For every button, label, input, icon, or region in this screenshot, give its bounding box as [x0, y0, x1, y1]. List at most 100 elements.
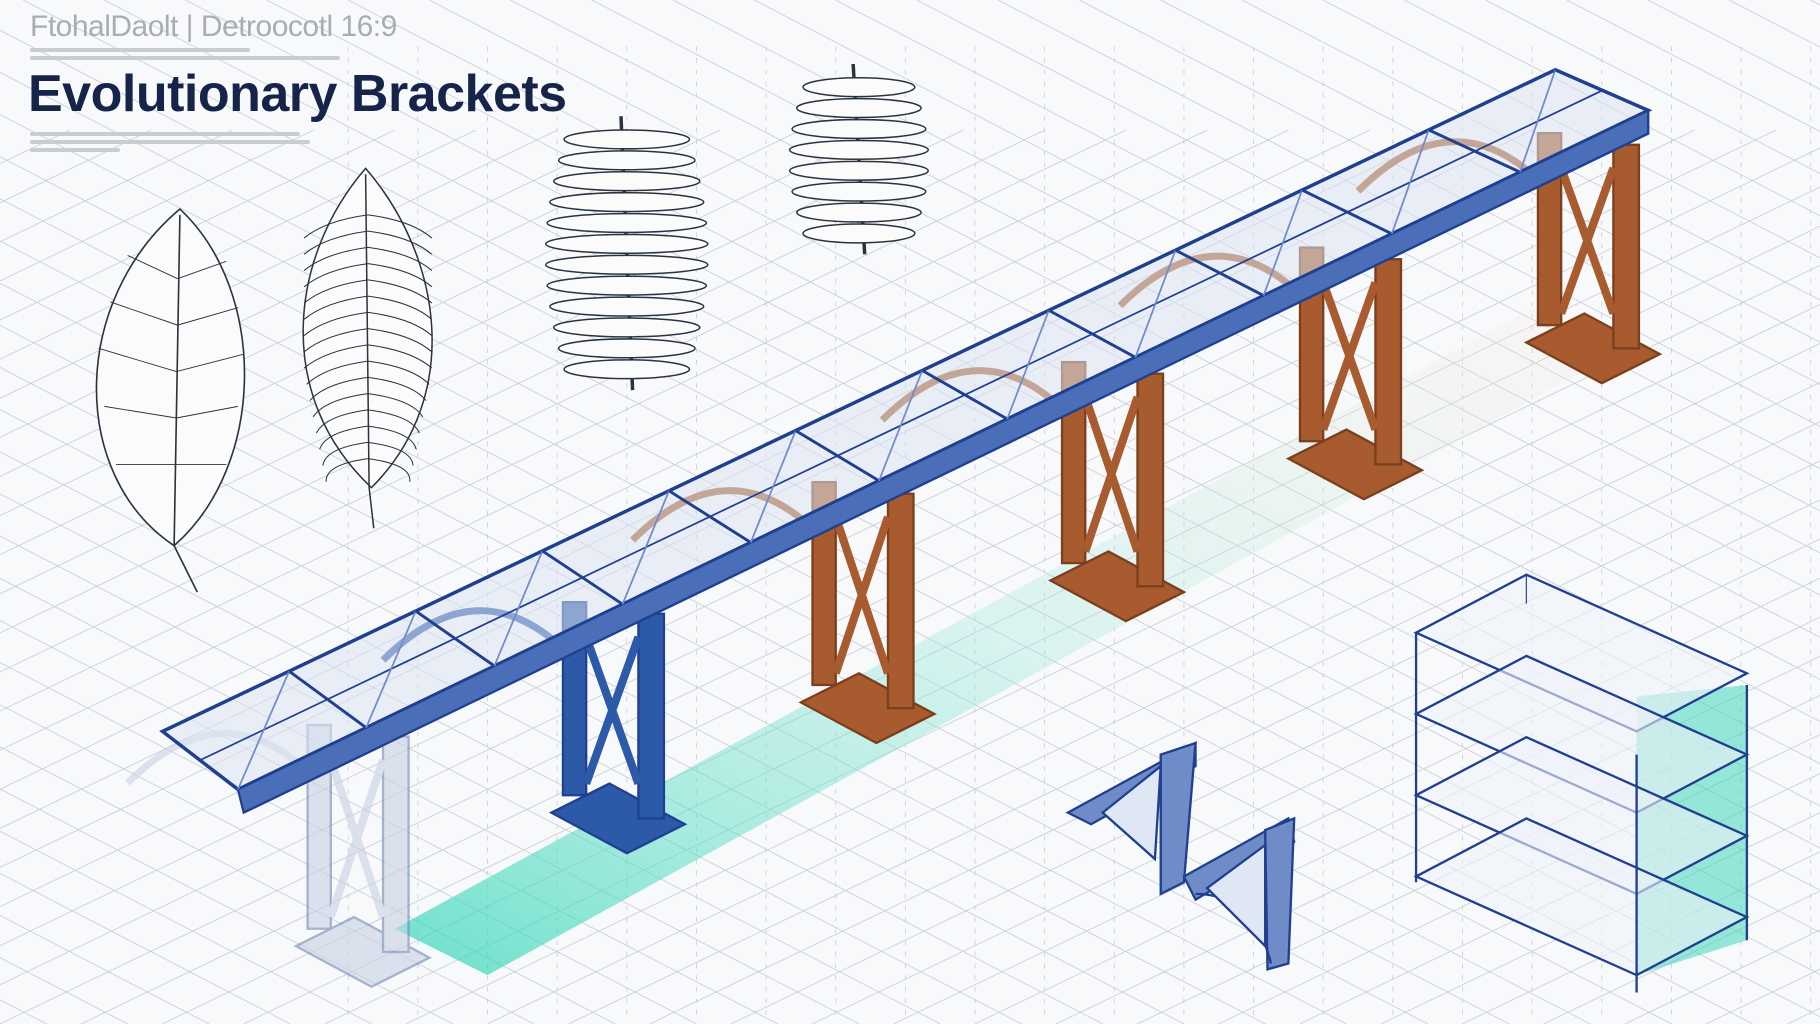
leaf-vein-sketch	[95, 207, 246, 593]
grid-line	[0, 451, 1103, 1024]
fern-vein	[303, 246, 433, 271]
beam-crossmember	[1554, 68, 1649, 112]
fern-vein	[303, 344, 433, 369]
fern-vein	[303, 263, 433, 288]
beam-truss-diagonal	[1006, 310, 1050, 420]
grid-line	[1323, 0, 1820, 259]
pillar-post	[1136, 372, 1165, 588]
pillar-post	[1612, 143, 1641, 350]
beam-truss-diagonal	[365, 610, 417, 729]
pillar-post	[886, 492, 915, 710]
pillar-base	[1285, 428, 1425, 501]
page-title: Evolutionary Brackets	[28, 65, 567, 123]
grid-line	[916, 0, 1820, 470]
grid-line	[1404, 0, 1820, 217]
beam-crossmember	[541, 549, 624, 606]
beam-crossmember	[1174, 248, 1265, 297]
rib	[552, 171, 701, 192]
grid-line	[0, 129, 395, 321]
rib	[549, 191, 705, 213]
pillar-base	[293, 915, 432, 989]
beam-crossmember	[1428, 128, 1521, 174]
grid-line	[0, 619, 778, 1024]
fern-vein	[303, 295, 433, 320]
grid-line	[649, 460, 1820, 1024]
beam-crossmember	[161, 730, 239, 791]
grid-line	[348, 0, 1820, 765]
grid-line	[0, 129, 558, 399]
rib	[546, 212, 708, 234]
pillar-cross-brace	[326, 758, 387, 919]
pillar-base	[1523, 312, 1663, 385]
grid-line	[0, 367, 1266, 1024]
grid-line	[0, 577, 860, 1024]
beam-crossmember	[921, 369, 1008, 421]
beam-truss-diagonal	[878, 370, 924, 482]
grid-line	[0, 704, 616, 1024]
rib	[788, 160, 930, 181]
beam-crossmember	[1301, 188, 1393, 236]
fern-leaf-sketch	[302, 167, 433, 529]
pillar-base	[1047, 550, 1187, 623]
caption-line	[30, 56, 340, 60]
grid-line	[568, 421, 1820, 1024]
rib	[802, 77, 916, 98]
rib	[788, 139, 930, 161]
grid-line	[812, 538, 1820, 1024]
pillar-base	[548, 782, 688, 855]
rib	[795, 202, 922, 223]
grid-line	[0, 129, 1045, 634]
grid-line	[0, 746, 535, 1024]
grid-line	[1485, 0, 1820, 175]
grid-line	[1056, 655, 1820, 1024]
grid-line	[0, 129, 802, 517]
fern-vein	[303, 214, 433, 239]
beam-truss-diagonal	[493, 550, 544, 667]
beam-truss-diagonal	[237, 670, 290, 790]
grid-line	[731, 499, 1820, 1024]
beam-truss-diagonal	[1390, 129, 1430, 235]
glass-shelf-unit	[1413, 573, 1750, 993]
description-line	[30, 132, 300, 136]
beam-crossmember	[668, 489, 752, 544]
fern-vein	[325, 458, 411, 482]
beam-truss-diagonal	[1134, 249, 1177, 358]
grid-line	[0, 129, 1370, 790]
beam-crossmember	[288, 670, 368, 729]
fern-vein	[315, 409, 420, 434]
grid-line	[0, 129, 314, 282]
rib	[791, 118, 927, 140]
ribcage-sketch-1	[544, 116, 709, 391]
rib	[544, 254, 709, 275]
grid-line	[0, 129, 1127, 673]
description-line	[30, 140, 310, 144]
grid-line	[0, 662, 697, 1024]
beam-front-edge	[236, 108, 1650, 815]
pillar-cross-brace	[1319, 281, 1380, 431]
grid-line	[998, 0, 1820, 427]
rib	[557, 338, 696, 359]
rib	[552, 317, 701, 338]
beam-crossmember	[414, 609, 496, 668]
beam-truss-diagonal	[1519, 69, 1557, 173]
grid-line	[1810, 0, 1820, 6]
grid-line	[104, 0, 1820, 891]
rib	[563, 359, 691, 380]
grid-line	[429, 0, 1820, 723]
grid-line	[0, 788, 453, 1024]
rib	[563, 129, 691, 150]
fern-vein	[303, 328, 433, 353]
fern-vein	[322, 441, 414, 466]
grid-line	[0, 129, 152, 204]
rib	[802, 223, 916, 244]
fern-vein	[306, 360, 430, 385]
pillar-post	[1374, 258, 1403, 466]
pillar-cross-brace	[582, 635, 643, 785]
fern-vein	[303, 279, 433, 304]
grid-line	[1462, 851, 1820, 1024]
pillar-post	[381, 735, 410, 954]
grid-line	[1787, 1007, 1820, 1024]
beam-truss-diagonal	[1262, 189, 1303, 296]
pillar-post	[637, 612, 666, 820]
